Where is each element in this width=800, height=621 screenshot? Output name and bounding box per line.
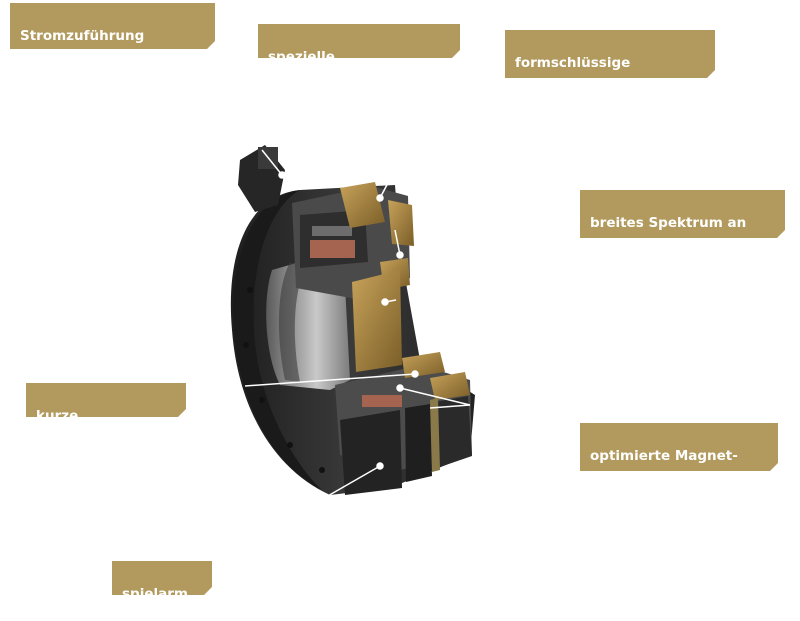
lower-coil (362, 395, 402, 407)
front-flange (233, 190, 322, 490)
upper-coil (310, 240, 355, 258)
label-bronze: spezielle Bronzelegierung (258, 24, 460, 58)
label-schaltzeiten: kurze Schaltzeiten (26, 383, 186, 417)
upper-bronze-ring (340, 182, 385, 228)
label-formschluessig: formschlüssige Drehmomentübertragung (505, 30, 715, 78)
label-formschluessig-line1: formschlüssige (515, 55, 631, 71)
label-stromzufuehrung-line1: Stromzuführung (20, 28, 145, 44)
label-spektrum-line1: breites Spektrum an (590, 215, 747, 231)
label-spielarm-line1: spielarm (122, 586, 188, 602)
label-spektrum: breites Spektrum an Bohrungsdurchmessern (580, 190, 785, 238)
label-stromzufuehrung: Stromzuführung über Stecker (10, 3, 215, 49)
label-spielarm: spielarm (112, 561, 212, 595)
bronze-hub (352, 270, 402, 372)
clutch-cutaway-illustration (230, 145, 475, 495)
label-magnetfluss-line1: optimierte Magnet- (590, 448, 738, 464)
label-magnetfluss: optimierte Magnet- flussführung (580, 423, 778, 471)
